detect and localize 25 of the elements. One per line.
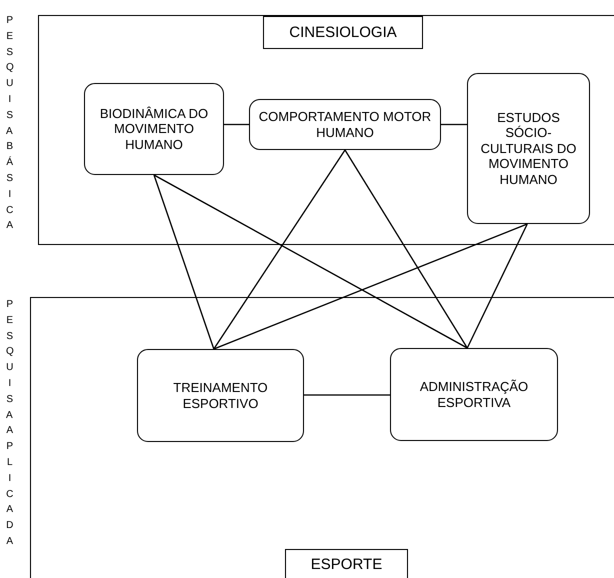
rounded-box [249,99,441,150]
box-label: ESTUDOS SÓCIO-CULTURAIS DO MOVIMENTO HUMANO [480,110,578,188]
box-label: BIODINÂMICA DO MOVIMENTO HUMANO [98,106,210,152]
connector-line [214,223,528,350]
connector-line [344,150,468,348]
connector-line [304,394,390,396]
connector-line [153,174,214,350]
box-label: COMPORTAMENTO MOTOR HUMANO [258,108,432,140]
connector-line [441,124,467,126]
esporte-panel [30,297,614,578]
connector-line [224,124,249,126]
box-label: ADMINISTRAÇÃO ESPORTIVA [418,378,530,410]
box-label: TREINAMENTO ESPORTIVO [172,380,269,412]
rounded-box [467,73,590,224]
rounded-box [390,348,558,441]
panel-heading: ESPORTE [285,549,408,578]
connector-line [466,224,528,348]
connector-line [154,174,468,349]
vertical-label: PESQUISA APLICADA [6,298,14,549]
panel-heading: CINESIOLOGIA [263,16,423,49]
vertical-label: PESQUISA BÁSICA [6,14,14,234]
rounded-box [137,349,304,442]
connector-line [213,150,346,350]
cinesiologia-panel [38,15,614,245]
rounded-box [84,83,224,175]
